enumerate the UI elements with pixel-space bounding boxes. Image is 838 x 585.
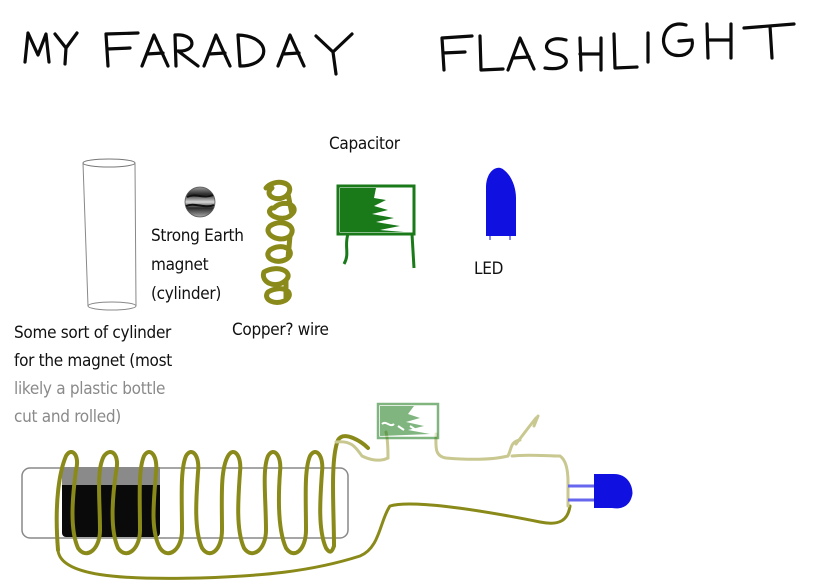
magnet-sphere <box>184 186 216 218</box>
title-word-flashlight <box>440 22 796 72</box>
cylinder-tube <box>82 158 137 311</box>
magnet-label-line-1: Strong Earth <box>151 226 244 246</box>
cylinder-label-line-3: likely a plastic bottle <box>14 379 166 399</box>
cylinder-label-line-4: cut and rolled) <box>14 407 121 427</box>
magnet-label-line-3: (cylinder) <box>151 284 221 304</box>
upper-circuit-wire <box>334 414 570 508</box>
circuit-led <box>568 474 633 509</box>
led-label: LED <box>474 259 504 279</box>
title-word-faraday <box>104 31 354 76</box>
hand-drawn-title <box>23 22 796 76</box>
flashlight-tube <box>21 467 349 539</box>
copper-wire-coil <box>260 179 297 305</box>
coil-around-tube <box>54 434 370 556</box>
circuit-capacitor <box>376 402 440 440</box>
cylinder-label-line-1: Some sort of cylinder <box>14 323 172 343</box>
led-drawing <box>486 167 516 240</box>
magnet-label-line-2: magnet <box>151 255 209 275</box>
capacitor-drawing <box>336 184 416 269</box>
cylinder-label-line-2: for the magnet (most <box>14 351 172 371</box>
title-word-my <box>23 31 79 66</box>
wire-label: Copper? wire <box>232 320 329 340</box>
return-wire <box>56 502 572 580</box>
capacitor-label: Capacitor <box>329 134 400 154</box>
